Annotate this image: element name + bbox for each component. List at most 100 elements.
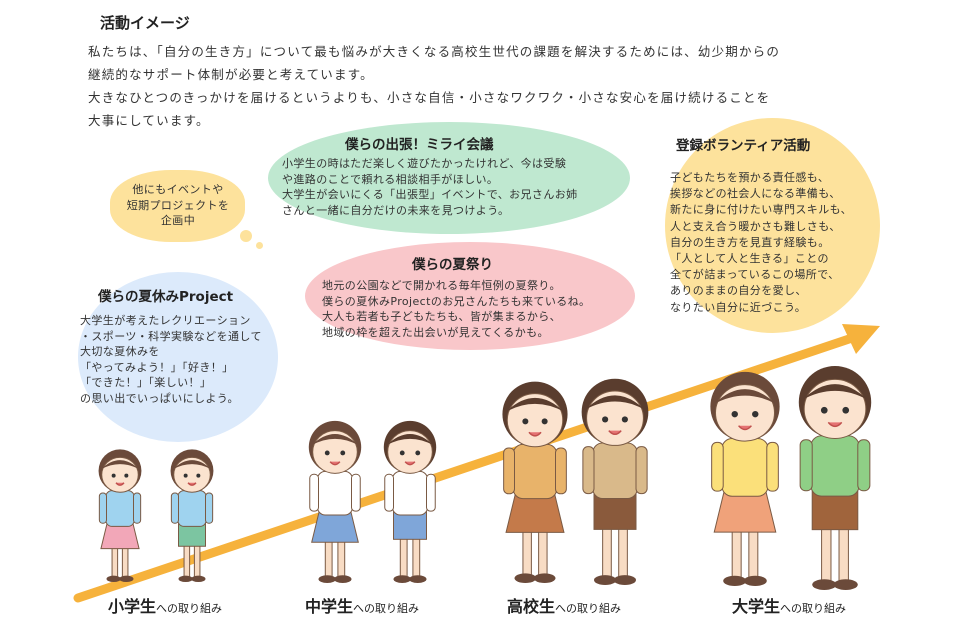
bangs [585,395,645,410]
shoe [514,573,537,583]
arm [98,492,108,524]
intro-line: 継続的なサポート体制が必要と考えています。 [88,67,374,82]
arm [635,446,648,495]
shoe [613,575,636,585]
cloud-dot [240,230,252,242]
face [101,456,139,493]
mouth [115,482,125,486]
eye [752,410,759,418]
eye [602,416,609,423]
shirt [810,435,860,497]
arm [503,447,516,495]
shoe [409,575,427,584]
shirt [392,470,428,516]
leg [618,522,628,580]
eye [522,418,529,425]
university-man [798,366,872,591]
mouth [608,430,622,436]
eye [731,410,738,418]
university-woman [710,371,780,587]
summer-text: 大学生が考えたレクリエーション・スポーツ・科学実験などを通して大切な夏休みを「や… [80,314,262,405]
bangs [802,384,868,400]
matsuri-text: 地元の公園などで開かれる毎年恒例の夏祭り。僕らの夏休みProjectのお兄さんた… [322,279,591,339]
eye [124,473,129,478]
arm [426,473,436,512]
shoe [318,575,336,584]
page-title: 活動イメージ [100,14,190,32]
mouth [528,431,542,437]
intro-line: 大きなひとつのきっかけを届けるというよりも、小さな自信・小さなワクワク・小さな安… [88,90,771,105]
high-school-girl [502,381,568,583]
elementary-boy [170,449,214,583]
cloud-text: 他にもイベントや短期プロジェクトを企画中 [126,183,230,227]
high-school-boy [581,378,649,585]
arm [351,473,361,512]
shirt [721,438,769,497]
arm [766,441,779,492]
shirt [512,443,558,500]
bangs [172,460,212,470]
junior-high-boy [383,420,437,584]
eye [340,450,346,456]
stage-university: 大学生への取り組み [732,597,847,616]
bangs [100,460,140,470]
eye [820,406,828,414]
leg [821,522,832,584]
matsuri-title: 僕らの夏祭り [412,257,493,273]
shoe [191,575,206,583]
shoe [812,579,837,591]
arm [555,447,567,495]
leg [193,541,201,579]
shoe [594,575,617,585]
volunteer-bubble [665,118,880,333]
mouth [738,425,752,431]
bangs [386,434,434,446]
eye [399,450,405,456]
matsuri-bubble [305,242,635,350]
bangs [506,397,564,412]
summer-bubble [78,272,278,442]
intro-text: 私たちは、「自分の生き方」について最も悩みが大きくなる高校生世代の課題を解決する… [88,40,780,132]
leg [399,533,408,579]
shirt [177,490,207,527]
eye [111,473,116,478]
stage-junior-high: 中学生への取り組み [305,597,420,616]
arm [170,492,179,524]
stage-elementary: 小学生への取り組み [108,597,223,616]
mirai-title: 僕らの出張！ミライ会議 [345,137,494,153]
mirai-bubble [268,122,630,234]
shoe [106,575,121,583]
shoe [743,575,767,587]
mirai-text: 小学生の時はただ楽しく遊びたかったけれど、今は受験や進路のことで頼れる相談相手が… [282,157,578,217]
face [715,384,775,442]
eye [842,406,850,414]
arm [711,441,724,492]
arm [857,439,871,492]
shoe [393,575,411,584]
volunteer-title: 登録ボランティア活動 [676,138,811,154]
mouth [329,461,341,466]
leg [838,522,849,584]
arm [133,492,142,524]
volunteer-text: 子どもたちを預かる責任感も、挨拶などの社会人になる準備も、新たに身に付けたい専門… [670,171,853,314]
eye [196,473,201,478]
leg [183,541,191,579]
shirt [105,490,135,527]
shoe [723,575,747,587]
eye [415,450,421,456]
face [506,393,564,448]
eye [541,418,548,425]
shoe [533,573,556,583]
shirt [317,470,353,516]
arm [384,473,395,512]
mouth [827,421,843,428]
face [173,456,211,493]
arm [799,439,813,492]
mouth [187,482,197,486]
intro-line: 私たちは、「自分の生き方」について最も悩みが大きくなる高校生世代の課題を解決する… [88,44,781,59]
arrow-head-icon [842,324,880,354]
eye [183,473,188,478]
eye [324,450,330,456]
elementary-girl [98,449,142,583]
